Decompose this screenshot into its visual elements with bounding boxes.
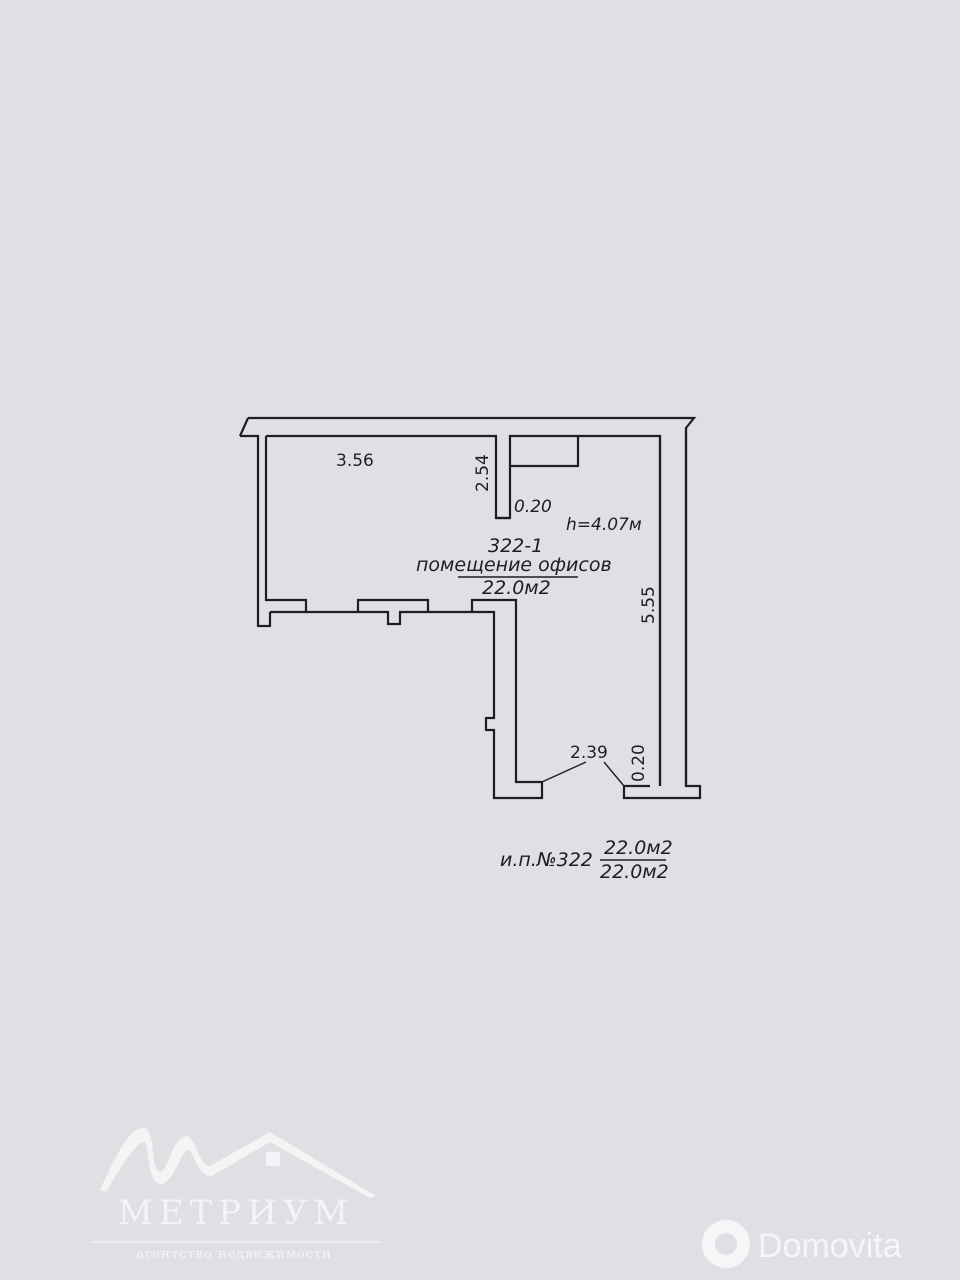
dim-wall-thickness-top: 0.20 (514, 497, 552, 517)
totals-area-bottom: 22.0м2 (600, 861, 669, 883)
dim-ceiling-height: h=4.07м (566, 515, 642, 535)
house-window-icon (266, 1152, 280, 1166)
door-swings (306, 611, 625, 787)
room-area: 22.0м2 (482, 577, 551, 599)
partition-with-t (306, 598, 544, 800)
door-swing-left (541, 761, 587, 783)
domovita-watermark: Domovita (702, 1220, 902, 1268)
outer-wall-outline (238, 416, 702, 800)
totals-label: и.п.№322 (500, 849, 593, 871)
dim-wall-thickness-bottom: 0.20 (629, 744, 649, 782)
room-number: 322-1 (488, 535, 543, 557)
door-swing-right (603, 761, 625, 787)
metrium-tagline: агентство недвижимости (136, 1247, 332, 1262)
totals-area-top: 22.0м2 (604, 837, 673, 859)
metrium-logo-mark (100, 1127, 376, 1198)
domovita-site-name: Domovita (758, 1227, 902, 1265)
dim-top-left-width: 3.56 (336, 451, 374, 471)
metrium-watermark: МЕТРИУМ агентство недвижимости (92, 1127, 380, 1262)
dim-left-height: 2.54 (473, 454, 493, 492)
metrium-brand-name: МЕТРИУМ (118, 1193, 354, 1233)
dim-right-height: 5.55 (639, 586, 659, 624)
alcove-box (510, 436, 580, 468)
walls (238, 416, 702, 800)
right-wall (658, 428, 688, 786)
room-name: помещение офисов (416, 554, 612, 576)
left-room-outline (264, 436, 308, 614)
dim-bottom-width: 2.39 (570, 743, 608, 763)
